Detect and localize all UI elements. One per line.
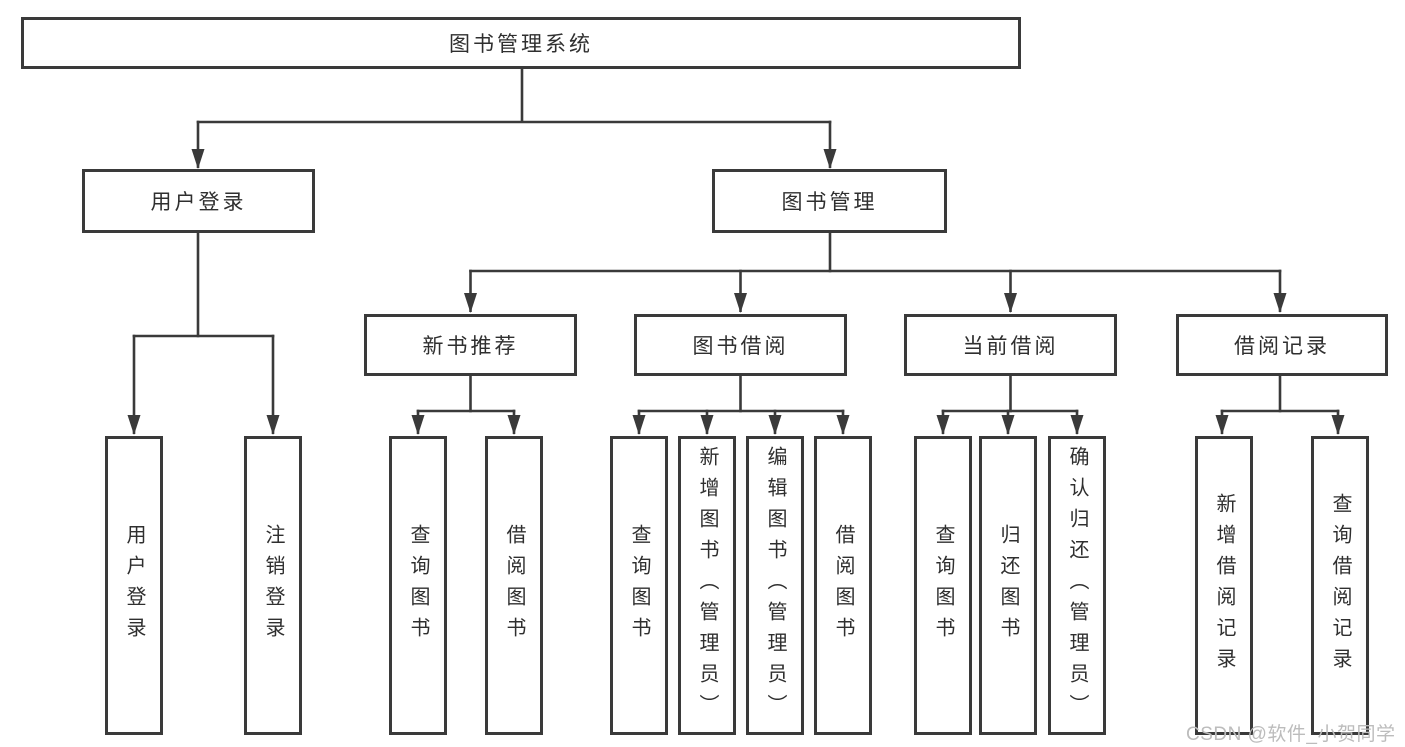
leaf-add-borrow-record: 新增借阅记录 xyxy=(1195,436,1253,735)
leaf-query-books: 查询图书 xyxy=(389,436,447,735)
leaf-label: 注销登录 xyxy=(262,523,284,648)
leaf-label: 查询图书 xyxy=(407,523,429,648)
leaf-confirm-return-admin: 确认归还（管理员） xyxy=(1048,436,1106,735)
leaf-borrow-books: 借阅图书 xyxy=(485,436,543,735)
leaf-logout: 注销登录 xyxy=(244,436,302,735)
leaf-label: 用户登录 xyxy=(123,523,145,648)
leaf-query-books: 查询图书 xyxy=(610,436,668,735)
leaf-label: 归还图书 xyxy=(997,523,1019,648)
leaf-label: 查询图书 xyxy=(628,523,650,648)
leaf-label: 新增借阅记录 xyxy=(1213,492,1235,679)
node-book-borrowing: 图书借阅 xyxy=(634,314,847,376)
node-label: 借阅记录 xyxy=(1234,335,1330,358)
leaf-label: 新增图书（管理员） xyxy=(696,446,718,725)
node-user-login: 用户登录 xyxy=(82,169,315,233)
leaf-borrow-books: 借阅图书 xyxy=(814,436,872,735)
node-label: 图书借阅 xyxy=(692,335,789,358)
leaf-edit-books-admin: 编辑图书（管理员） xyxy=(746,436,804,735)
node-label: 图书管理 xyxy=(781,191,878,214)
node-label: 当前借阅 xyxy=(962,335,1059,358)
node-new-book-recommendation: 新书推荐 xyxy=(364,314,577,376)
leaf-label: 借阅图书 xyxy=(832,523,854,648)
csdn-watermark: CSDN @软件_小贺同学 xyxy=(1186,724,1396,745)
leaf-label: 查询图书 xyxy=(932,523,954,648)
leaf-label: 编辑图书（管理员） xyxy=(764,446,786,725)
leaf-return-books: 归还图书 xyxy=(979,436,1037,735)
node-label: 图书管理系统 xyxy=(449,33,593,56)
node-label: 用户登录 xyxy=(150,191,247,214)
node-library-management-system: 图书管理系统 xyxy=(21,17,1021,69)
leaf-add-books-admin: 新增图书（管理员） xyxy=(678,436,736,735)
leaf-label: 借阅图书 xyxy=(503,523,525,648)
leaf-query-books: 查询图书 xyxy=(914,436,972,735)
node-current-borrowing: 当前借阅 xyxy=(904,314,1117,376)
leaf-query-borrow-record: 查询借阅记录 xyxy=(1311,436,1369,735)
leaf-label: 确认归还（管理员） xyxy=(1066,446,1088,725)
node-book-management: 图书管理 xyxy=(712,169,947,233)
leaf-user-login: 用户登录 xyxy=(105,436,163,735)
leaf-label: 查询借阅记录 xyxy=(1329,492,1351,679)
node-label: 新书推荐 xyxy=(422,335,519,358)
node-borrowing-records: 借阅记录 xyxy=(1176,314,1388,376)
